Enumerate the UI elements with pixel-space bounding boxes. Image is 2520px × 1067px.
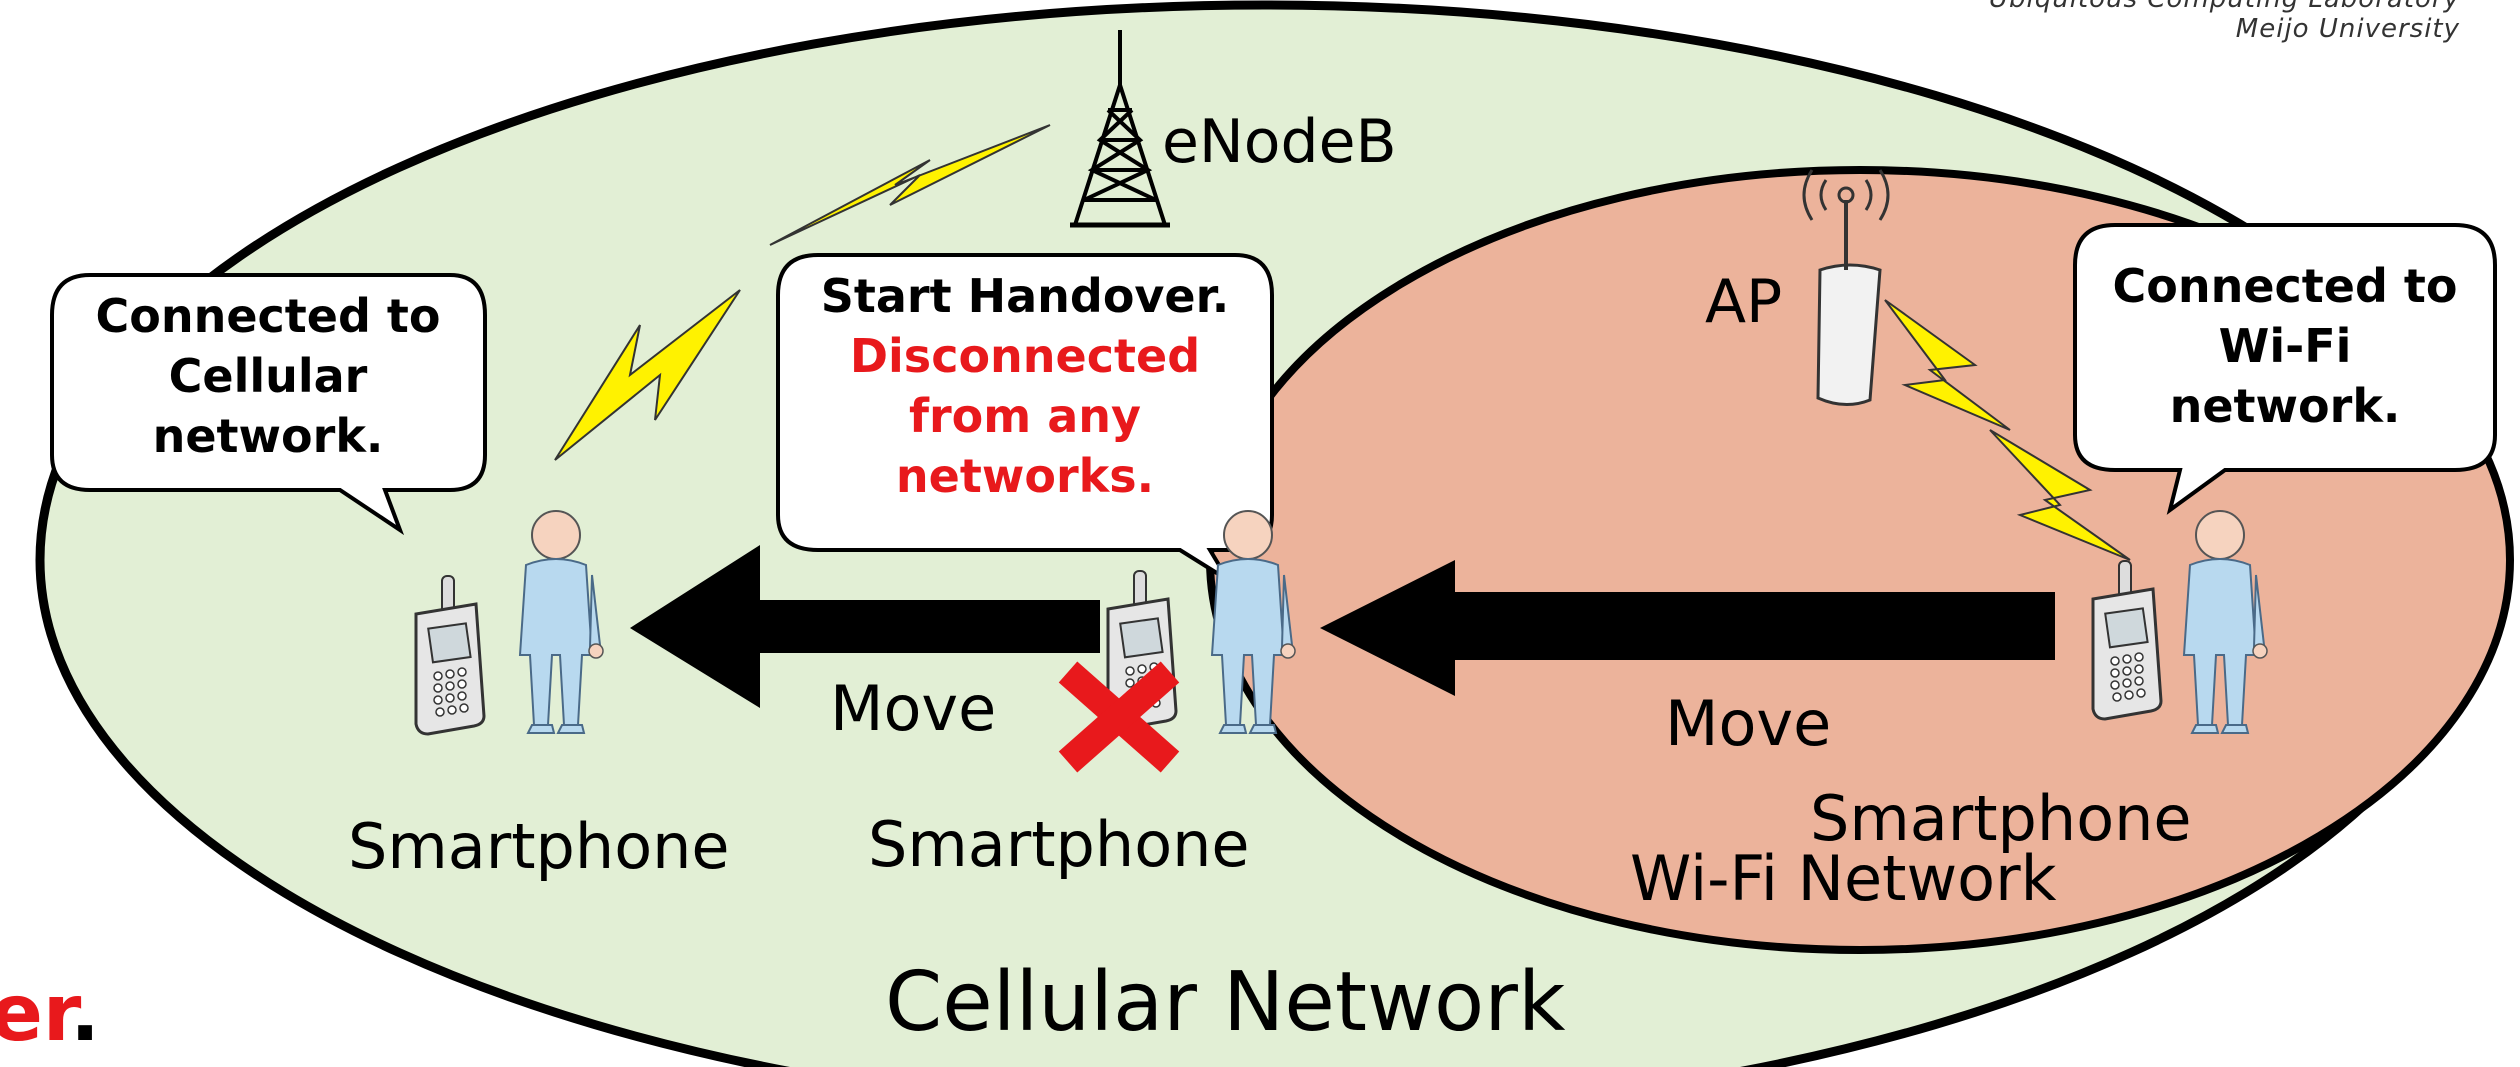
wifi-signal-bolt-upper <box>1884 299 2011 431</box>
middle-speech-bubble: Start Handover. Disconnected from any ne… <box>776 253 1274 582</box>
enodeb-tower-icon <box>1070 30 1170 228</box>
middle-bubble-title: Start Handover. <box>821 269 1229 323</box>
smartphone-label-left: Smartphone <box>348 810 730 883</box>
cellular-network-label: Cellular Network <box>885 955 1566 1050</box>
left-speech-bubble: Connected to Cellular network. <box>50 273 487 536</box>
smartphone-label-right: Smartphone <box>1810 782 2192 855</box>
lab-name: Ubiquitous Computing Laboratory <box>1989 0 2460 14</box>
wifi-network-label: Wi-Fi Network <box>1630 842 2057 915</box>
right-bubble-line-2: Wi-Fi <box>2219 319 2352 373</box>
move-arrow-left <box>630 545 1100 708</box>
wifi-signal-bolt-lower <box>1989 429 2131 561</box>
university-name: Meijo University <box>2235 14 2460 44</box>
left-bubble-line-1: Connected to <box>95 289 440 343</box>
left-bubble-line-2: Cellular <box>169 349 368 403</box>
ap-label: AP <box>1705 267 1782 337</box>
left-bubble-line-3: network. <box>153 409 384 463</box>
right-bubble-line-1: Connected to <box>2112 259 2457 313</box>
smartphone-label-middle: Smartphone <box>868 808 1250 881</box>
right-bubble-line-3: network. <box>2170 379 2401 433</box>
enodeb-label: eNodeB <box>1162 107 1397 177</box>
move-arrow-right <box>1320 560 2055 696</box>
access-point-icon <box>1802 169 1890 406</box>
cellular-signal-bolt-upper <box>769 124 1051 246</box>
slide-fragment-black: . <box>70 969 100 1059</box>
middle-bubble-alert-2: from any <box>909 389 1141 443</box>
slide-fragment-red: er <box>0 969 82 1059</box>
middle-bubble-alert-1: Disconnected <box>850 329 1200 383</box>
cellular-signal-bolt-lower <box>554 289 741 461</box>
move-label-left: Move <box>830 672 996 745</box>
move-label-right: Move <box>1665 687 1831 760</box>
right-speech-bubble: Connected to Wi-Fi network. <box>2073 223 2497 515</box>
middle-bubble-alert-3: networks. <box>896 449 1154 503</box>
disconnected-x-icon <box>1058 661 1180 773</box>
slide-text-fragment: er. <box>0 969 100 1059</box>
